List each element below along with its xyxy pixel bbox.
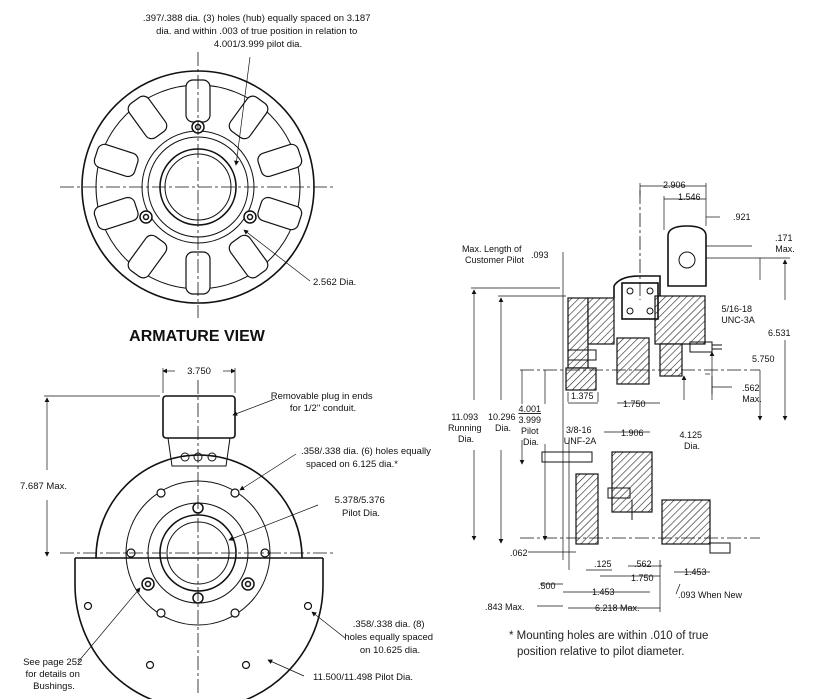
- dim-125: .125: [594, 559, 612, 569]
- thread-5-16: 5/16-18: [721, 304, 752, 314]
- dim-1453-a: 1.453: [684, 567, 707, 577]
- section-view: 2.906 1.546 .921 .171 Max. Max. Length o…: [448, 180, 795, 613]
- dim-562: .562: [634, 559, 652, 569]
- max-pilot-line2: Customer Pilot: [465, 255, 525, 265]
- svg-text:5.378/5.376 Pilot Dia.: 5.378/5.376 Pilot Dia.: [335, 495, 388, 519]
- dim-4125-dia: Dia.: [684, 441, 700, 451]
- pilot-3999: 3.999: [518, 415, 541, 425]
- dim-562-max-label: Max.: [742, 394, 762, 404]
- pilot-4001: 4.001: [518, 404, 541, 414]
- dim-093-when-new: .093 When New: [678, 590, 743, 600]
- svg-text:4.001 3.999 Pilot: 4.001 3.999 Pilot Dia.: [518, 404, 543, 447]
- dim-10296: 10.296: [488, 412, 516, 422]
- pilot-4001-dia: Dia.: [523, 437, 539, 447]
- thread-unf-2a: UNF-2A: [564, 436, 597, 446]
- dim-500: .500: [538, 581, 556, 591]
- thread-unc-3a: UNC-3A: [721, 315, 755, 325]
- svg-text:.171 Max.: .171 Max.: [775, 233, 795, 254]
- svg-text:.358/.338 dia. (6) holes equal: .358/.338 dia. (6) holes equally spaced …: [301, 446, 434, 470]
- holes6-note-line1: .358/.338 dia. (6) holes equally: [301, 446, 431, 457]
- dim-1546: 1.546: [678, 192, 701, 202]
- field-view: 3.750 7.687 Max. Removable plug in ends …: [20, 366, 435, 699]
- footnote-line2: position relative to pilot diameter.: [517, 646, 684, 658]
- bushings-note-line1: See page 252: [23, 657, 82, 668]
- dim-6218-max: 6.218 Max.: [595, 603, 640, 613]
- dim-171: .171: [775, 233, 793, 243]
- dim-6531: 6.531: [768, 328, 791, 338]
- armature-view-title: ARMATURE VIEW: [129, 328, 266, 345]
- dim-093: .093: [531, 250, 549, 260]
- dim-1375: 1.375: [571, 391, 594, 401]
- svg-text:10.296 Dia.: 10.296 Dia.: [488, 412, 518, 433]
- svg-text:Max. Length of Customer: Max. Length of Customer Pilot: [462, 244, 525, 265]
- svg-text:4.125 Dia.: 4.125 Dia.: [679, 430, 704, 451]
- mounting-hole-icons: [83, 488, 313, 670]
- bushings-note-line2: for details on: [25, 669, 79, 680]
- holes6-note-line2: spaced on 6.125 dia.*: [306, 459, 398, 470]
- armature-view: .397/.388 dia. (3) holes (hub) equally s…: [60, 13, 373, 345]
- dim-1750-bottom: 1.750: [631, 573, 654, 583]
- dim-062: .062: [510, 548, 528, 558]
- footnote: * Mounting holes are within .010 of true…: [509, 630, 712, 658]
- svg-text:.397/.388 dia. (3) holes (hub): .397/.388 dia. (3) holes (hub) equally s…: [143, 13, 373, 50]
- thread-3-8: 3/8-16: [566, 425, 592, 435]
- dim-11093-running: Running: [448, 423, 482, 433]
- pilot-5378-label: Pilot Dia.: [342, 508, 380, 519]
- dim-10296-dia: Dia.: [495, 423, 511, 433]
- dim-7687-max: 7.687 Max.: [20, 481, 67, 492]
- dim-1453-b: 1.453: [592, 587, 615, 597]
- bushings-note-line3: Bushings.: [33, 681, 75, 692]
- svg-text:Removable plug in ends f: Removable plug in ends for 1/2" conduit.: [271, 391, 376, 414]
- holes8-note-line1: .358/.338 dia. (8): [353, 619, 425, 630]
- holes8-note-line3: on 10.625 dia.: [360, 645, 420, 656]
- dim-171-max: Max.: [775, 244, 795, 254]
- dim-2906: 2.906: [663, 180, 686, 190]
- svg-text:.562 Max.: .562 Max.: [742, 383, 762, 404]
- plug-note-line2: for 1/2" conduit.: [290, 403, 356, 414]
- holes8-note-line2: holes equally spaced: [344, 632, 433, 643]
- dim-3750: 3.750: [187, 366, 211, 377]
- svg-text:5/16-18 UNC-3A: 5/16-18 UNC-3A: [721, 304, 755, 325]
- svg-text:3/8-16 UNF-2A: 3/8-16 UNF-2A: [564, 425, 597, 446]
- dim-921: .921: [733, 212, 751, 222]
- dim-562-max: .562: [742, 383, 760, 393]
- dim-4125: 4.125: [679, 430, 702, 440]
- svg-text:11.093 Running Dia: 11.093 Running Dia.: [448, 412, 484, 444]
- dim-2562-dia: 2.562 Dia.: [313, 277, 356, 288]
- hub-holes-note-line1: .397/.388 dia. (3) holes (hub) equally s…: [143, 13, 371, 24]
- hub-holes-note-line3: 4.001/3.999 pilot dia.: [214, 39, 302, 50]
- footnote-line1: * Mounting holes are within .010 of true: [509, 630, 708, 642]
- pilot-4001-label: Pilot: [521, 426, 539, 436]
- max-pilot-line1: Max. Length of: [462, 244, 522, 254]
- svg-text:.358/.338 dia. (8) holes: .358/.338 dia. (8) holes equally spaced …: [344, 619, 435, 656]
- pilot-11500: 11.500/11.498 Pilot Dia.: [313, 672, 413, 683]
- hub-holes-note-line2: dia. and within .003 of true position in…: [156, 26, 357, 37]
- dim-11093-dia: Dia.: [458, 434, 474, 444]
- dim-1750-top: 1.750: [623, 399, 646, 409]
- dim-1906: 1.906: [621, 428, 644, 438]
- dim-843-max: .843 Max.: [485, 602, 525, 612]
- dim-11093: 11.093: [451, 412, 478, 422]
- dim-5750: 5.750: [752, 354, 775, 364]
- plug-note-line1: Removable plug in ends: [271, 391, 373, 402]
- pilot-5378: 5.378/5.376: [335, 495, 385, 506]
- svg-text:See page 252 for details: See page 252 for details on Bushings.: [23, 657, 85, 692]
